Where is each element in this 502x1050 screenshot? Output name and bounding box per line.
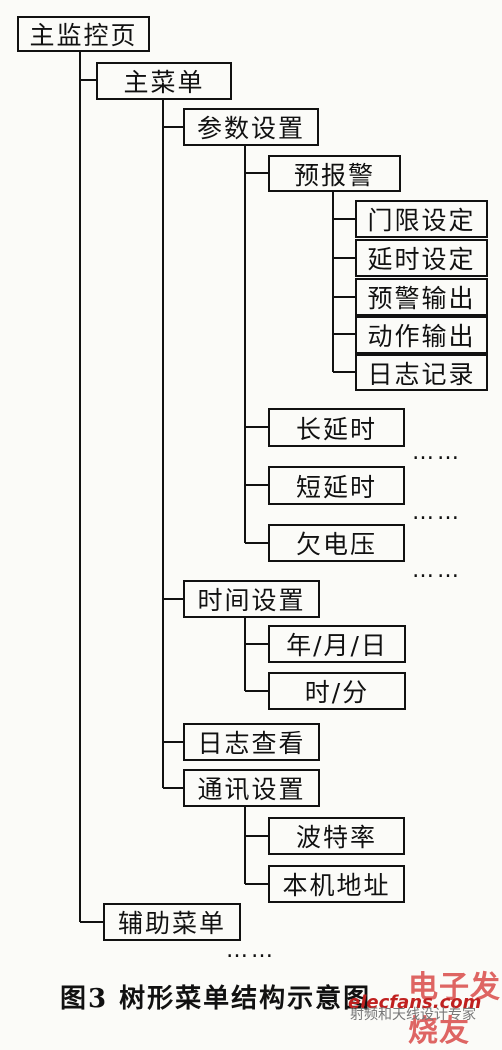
ellipsis-aux-menu: …… [226,938,276,963]
watermark-site: elecfans.com [348,992,482,1013]
node-short-delay: 短延时 [268,466,405,505]
node-main-menu: 主菜单 [96,62,232,100]
watermark-slogan: 射频和天线设计专家 [350,1007,476,1023]
ellipsis-long-delay: …… [412,440,462,465]
node-comm-settings: 通讯设置 [183,769,320,807]
node-undervoltage: 欠电压 [268,524,405,562]
node-param-settings: 参数设置 [183,108,319,146]
node-hm: 时/分 [268,672,406,710]
node-log-view: 日志查看 [183,723,320,761]
node-warning-output: 预警输出 [355,278,488,316]
node-root: 主监控页 [17,16,150,52]
ellipsis-short-delay: …… [412,500,462,525]
node-pre-alarm: 预报警 [268,155,401,192]
ellipsis-undervoltage: …… [412,558,462,583]
node-local-address: 本机地址 [268,865,405,903]
node-aux-menu: 辅助菜单 [103,903,241,941]
node-time-settings: 时间设置 [183,580,320,618]
node-long-delay: 长延时 [268,408,405,447]
node-threshold: 门限设定 [355,200,488,238]
tree-menu-diagram: 主监控页 主菜单 参数设置 预报警 门限设定 延时设定 预警输出 动作输出 日志… [17,16,500,1049]
node-log-record: 日志记录 [355,354,488,391]
node-baud-rate: 波特率 [268,817,405,855]
figure-caption: 图3 树形菜单结构示意图 [60,984,372,1014]
node-action-output: 动作输出 [355,316,488,354]
node-ymd: 年/月/日 [268,625,406,663]
node-delay-setting: 延时设定 [355,239,488,277]
connector-lines [79,51,355,923]
